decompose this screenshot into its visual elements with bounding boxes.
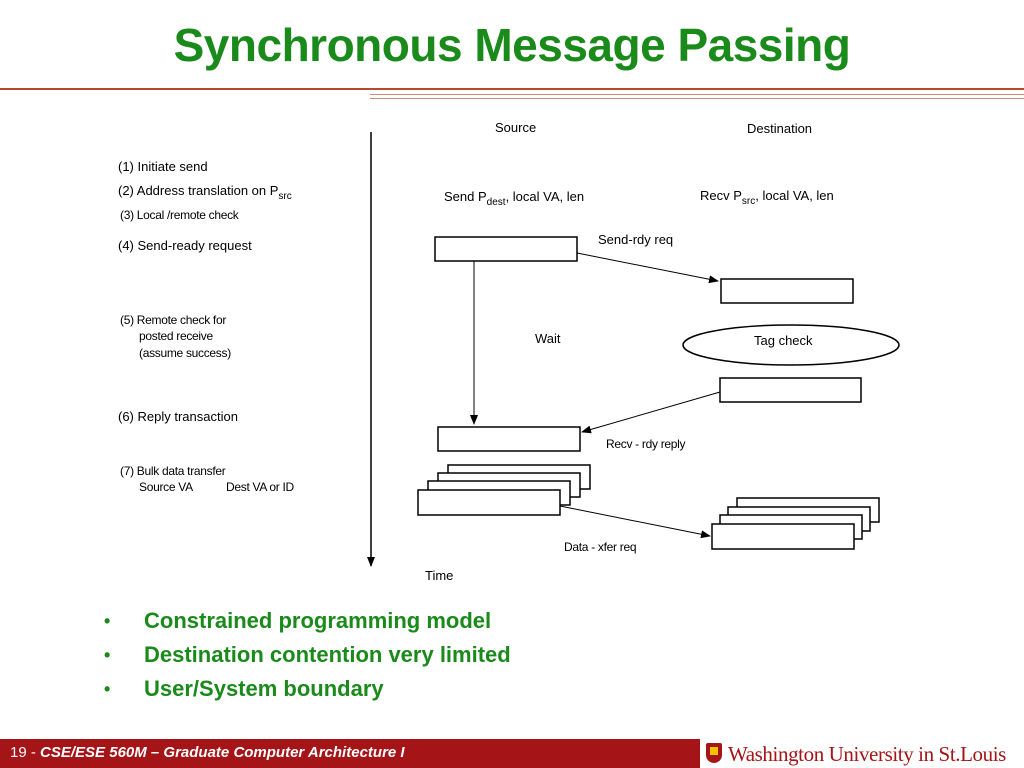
step-7-line-2: Source VA [139,480,193,494]
data-xfer-req-label: Data - xfer req [564,540,637,554]
dest-reply-box [719,377,862,403]
step-5-line-3: (assume success) [139,346,231,360]
step-3-label: (3) Local /remote check [120,208,239,222]
dest-data-stack [711,497,880,550]
university-shield-icon [706,743,722,763]
step-7-line-1: (7) Bulk data transfer [120,464,226,478]
step-1-label: (1) Initiate send [118,159,208,174]
step-2-label: (2) Address translation on Psrc [118,183,292,202]
bullet-dot-icon: • [104,611,111,631]
bullet-list: •Constrained programming model •Destinat… [100,604,511,706]
dest-receive-box [720,278,854,304]
recv-call-label: Recv Psrc, local VA, len [700,188,834,207]
tag-check-label: Tag check [754,333,813,348]
slide-title: Synchronous Message Passing [173,19,851,71]
bullet-item: •User/System boundary [100,672,511,706]
title-rule-thin-2 [370,98,1024,99]
footer-left: 19 - CSE/ESE 560M – Graduate Computer Ar… [10,744,405,761]
source-send-box [434,236,578,262]
data-xfer-arrow [559,505,711,539]
footer-bar: 19 - CSE/ESE 560M – Graduate Computer Ar… [0,739,1024,768]
bullet-dot-icon: • [104,679,111,699]
university-logo: Washington University in St.Louis [700,739,1024,768]
time-label: Time [425,568,454,583]
step-6-label: (6) Reply transaction [118,409,238,424]
bullet-item: •Destination contention very limited [100,638,511,672]
course-title: CSE/ESE 560M – Graduate Computer Archite… [40,744,405,761]
step-7-line-3: Dest VA or ID [226,480,294,494]
destination-column-header: Destination [747,121,813,136]
message-passing-diagram [367,132,900,567]
recv-rdy-reply-label: Recv - rdy reply [606,437,686,451]
tag-check-ellipse [682,324,900,366]
source-data-stack [417,464,591,516]
bullet-dot-icon: • [104,645,111,665]
send-call-label: Send Pdest, local VA, len [444,189,585,208]
source-column-header: Source [495,120,537,135]
send-rdy-req-label: Send-rdy req [598,232,674,247]
university-name: Washington University in St.Louis [728,742,1006,766]
recv-rdy-arrow [581,391,721,434]
bullet-item: •Constrained programming model [100,604,511,638]
page-number: 19 - [10,744,36,761]
step-5-line-1: (5) Remote check for [120,313,227,327]
step-4-label: (4) Send-ready request [118,238,252,253]
send-rdy-arrow [576,252,719,284]
wait-label: Wait [535,331,561,346]
title-rule-thin-1 [370,94,1024,95]
step-5-line-2: posted receive [139,329,213,343]
title-rule-left [0,88,1024,90]
source-reply-box [437,426,581,452]
